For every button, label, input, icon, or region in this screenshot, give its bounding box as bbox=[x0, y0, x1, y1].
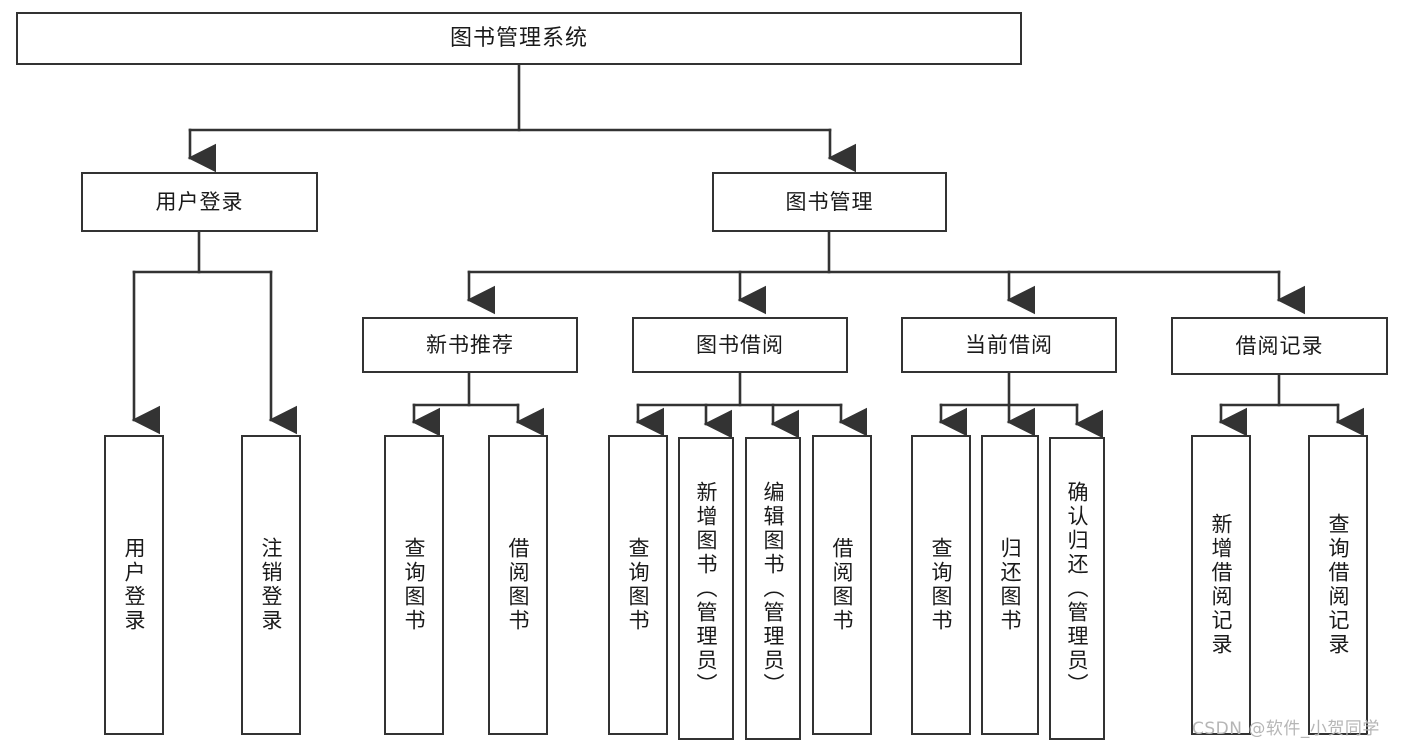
node-leaf-query-record[interactable]: 查询借阅记录 bbox=[1308, 435, 1368, 735]
node-root-label: 图书管理系统 bbox=[449, 25, 588, 51]
node-leaf-confirm-return[interactable]: 确认归还（管理员） bbox=[1049, 437, 1105, 740]
node-current-borrow-label: 当前借阅 bbox=[965, 332, 1053, 357]
node-leaf-borrow-book-1[interactable]: 借阅图书 bbox=[488, 435, 548, 735]
node-book-manage[interactable]: 图书管理 bbox=[712, 172, 947, 232]
node-leaf-add-record-label: 新增借阅记录 bbox=[1209, 513, 1234, 657]
node-leaf-borrow-book-2[interactable]: 借阅图书 bbox=[812, 435, 872, 735]
node-book-manage-label: 图书管理 bbox=[785, 189, 874, 214]
node-leaf-add-book[interactable]: 新增图书（管理员） bbox=[678, 437, 734, 740]
node-leaf-return-book[interactable]: 归还图书 bbox=[981, 435, 1039, 735]
node-current-borrow[interactable]: 当前借阅 bbox=[901, 317, 1117, 373]
node-leaf-query-book-2-label: 查询图书 bbox=[626, 537, 651, 633]
node-book-borrow[interactable]: 图书借阅 bbox=[632, 317, 848, 373]
node-leaf-return-book-label: 归还图书 bbox=[998, 537, 1023, 633]
node-book-borrow-label: 图书借阅 bbox=[696, 332, 784, 357]
node-leaf-query-book-1-label: 查询图书 bbox=[402, 537, 427, 633]
node-leaf-logout-label: 注销登录 bbox=[259, 537, 284, 633]
node-new-book-rec-label: 新书推荐 bbox=[426, 332, 514, 357]
node-leaf-user-login-label: 用户登录 bbox=[122, 537, 147, 633]
node-leaf-borrow-book-1-label: 借阅图书 bbox=[506, 537, 531, 633]
node-borrow-record-label: 借阅记录 bbox=[1235, 333, 1324, 358]
node-leaf-query-book-1[interactable]: 查询图书 bbox=[384, 435, 444, 735]
node-leaf-edit-book[interactable]: 编辑图书（管理员） bbox=[745, 437, 801, 740]
node-leaf-add-record[interactable]: 新增借阅记录 bbox=[1191, 435, 1251, 735]
node-leaf-borrow-book-2-label: 借阅图书 bbox=[830, 537, 855, 633]
node-user-login[interactable]: 用户登录 bbox=[81, 172, 318, 232]
node-leaf-logout[interactable]: 注销登录 bbox=[241, 435, 301, 735]
node-borrow-record[interactable]: 借阅记录 bbox=[1171, 317, 1388, 375]
node-leaf-confirm-return-label: 确认归还（管理员） bbox=[1065, 480, 1090, 697]
node-leaf-add-book-label: 新增图书（管理员） bbox=[694, 480, 719, 697]
node-leaf-query-record-label: 查询借阅记录 bbox=[1326, 513, 1351, 657]
node-leaf-query-book-3[interactable]: 查询图书 bbox=[911, 435, 971, 735]
node-root[interactable]: 图书管理系统 bbox=[16, 12, 1022, 65]
node-leaf-user-login[interactable]: 用户登录 bbox=[104, 435, 164, 735]
node-leaf-query-book-2[interactable]: 查询图书 bbox=[608, 435, 668, 735]
node-leaf-query-book-3-label: 查询图书 bbox=[929, 537, 954, 633]
node-user-login-label: 用户登录 bbox=[155, 189, 244, 214]
node-new-book-rec[interactable]: 新书推荐 bbox=[362, 317, 578, 373]
node-leaf-edit-book-label: 编辑图书（管理员） bbox=[761, 480, 786, 697]
